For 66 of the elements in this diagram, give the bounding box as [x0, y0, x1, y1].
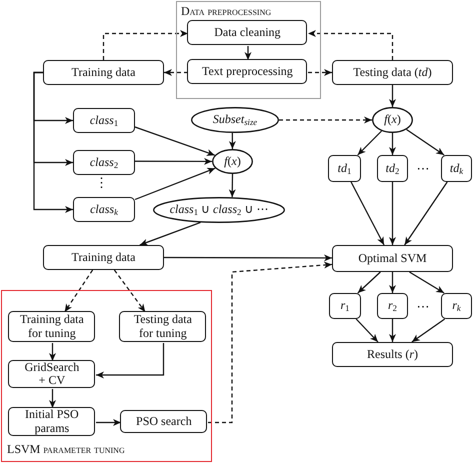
- process-box: Training data: [43, 60, 164, 85]
- dashed-arrow: [164, 69, 188, 76]
- group-title: Data preprocessing: [181, 5, 272, 18]
- process-box: td$_{2}$: [377, 155, 408, 182]
- arrow: [228, 174, 236, 198]
- ellipse-node: f(x): [212, 149, 253, 174]
- process-box: Testing data for tuning: [119, 311, 206, 342]
- arrow: [33, 72, 73, 213]
- process-box: class$_{k}$: [73, 197, 135, 222]
- arrow: [96, 419, 121, 426]
- arrow: [389, 85, 396, 107]
- process-box: Training data: [43, 245, 164, 270]
- dashed-arrow: [208, 262, 332, 424]
- arrow: [389, 272, 396, 293]
- arrow: [228, 132, 236, 149]
- ellipsis-text: ⋯: [416, 300, 430, 313]
- process-box: r$_{k}$: [441, 293, 472, 319]
- process-box: td$_{k}$: [441, 155, 472, 182]
- process-box: Optimal SVM: [332, 245, 453, 272]
- process-box: Text preprocessing: [187, 59, 308, 84]
- arrow: [412, 318, 446, 342]
- process-box: Results (r): [332, 342, 453, 367]
- arrow: [356, 318, 378, 342]
- dashed-arrow: [64, 270, 94, 312]
- dashed-arrow: [308, 30, 394, 60]
- group-frame: [1, 290, 212, 462]
- arrow: [164, 254, 332, 262]
- dashed-arrow: [114, 270, 146, 312]
- process-box: td$_{1}$: [328, 155, 361, 182]
- arrow: [389, 133, 396, 155]
- arrow: [404, 182, 448, 246]
- arrow: [357, 130, 382, 156]
- arrow: [135, 158, 212, 165]
- dashed-arrow: [308, 69, 332, 76]
- arrow: [409, 271, 444, 294]
- arrow: [96, 343, 164, 378]
- group-title: LSVM parameter tuning: [7, 443, 125, 456]
- dashed-arrow: [102, 30, 188, 60]
- ellipse-node: f(x): [372, 107, 413, 133]
- arrow: [389, 182, 396, 245]
- process-box: r$_{1}$: [329, 293, 361, 319]
- arrow: [350, 182, 385, 246]
- arrow: [389, 319, 396, 342]
- process-box: class$_{2}$: [73, 150, 135, 175]
- arrow: [140, 222, 201, 246]
- ellipsis-text: ⋯: [416, 162, 430, 175]
- dashed-arrow: [279, 116, 372, 124]
- arrow: [244, 46, 252, 60]
- process-box: Training data for tuning: [8, 311, 96, 342]
- arrow: [134, 126, 215, 156]
- group-frame: [176, 1, 321, 99]
- ellipse-node: Subset$_{size}$: [191, 107, 279, 133]
- arrow: [134, 168, 216, 200]
- arrow: [49, 389, 56, 408]
- ellipsis-text: ⋮: [95, 176, 105, 189]
- process-box: class$_{1}$: [73, 108, 135, 133]
- arrow: [406, 129, 444, 156]
- process-box: Testing data (td): [332, 60, 453, 85]
- process-box: GridSearch + CV: [8, 360, 96, 388]
- ellipse-node: class$_{1}$ ∪ class$_{2}$ ∪ ⋯: [153, 197, 285, 223]
- arrow: [49, 343, 56, 361]
- process-box: PSO search: [120, 410, 208, 434]
- process-box: r$_{2}$: [377, 293, 408, 319]
- arrow: [357, 272, 381, 294]
- process-box: Data cleaning: [187, 20, 308, 46]
- process-box: Initial PSO params: [8, 407, 96, 436]
